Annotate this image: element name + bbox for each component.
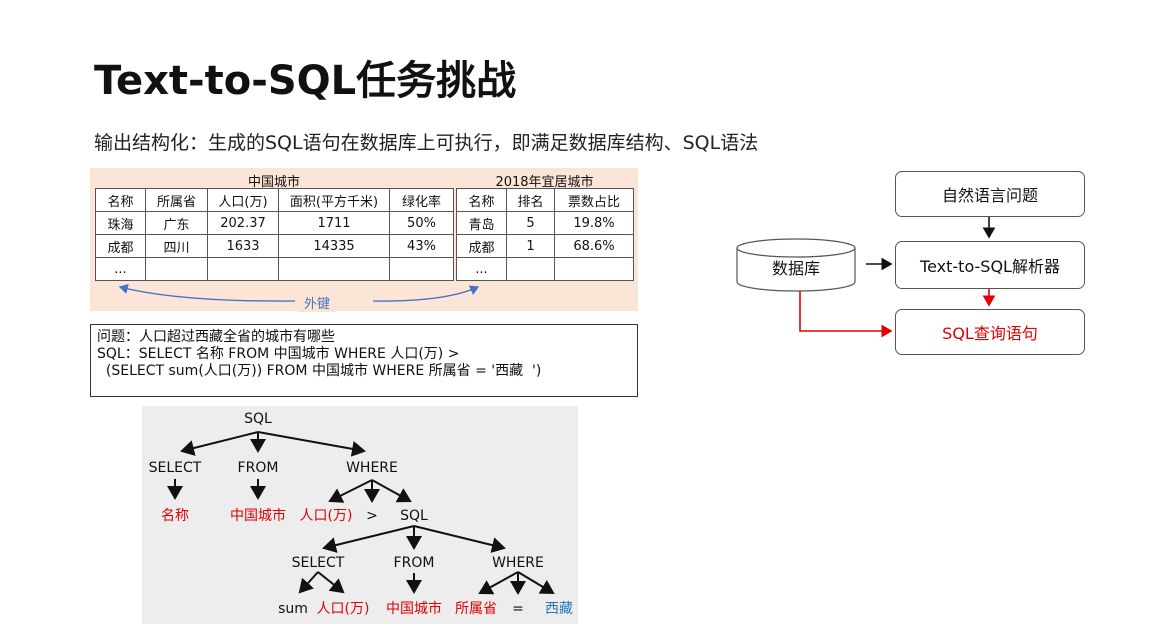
- tree-leaf-table: 中国城市: [230, 507, 286, 524]
- tree-node-sql: SQL: [244, 411, 272, 427]
- table-cell: 14335: [278, 234, 390, 258]
- sql-parse-tree: SQL SELECT FROM WHERE 名称 中国城市 人口(万) > SQ…: [142, 406, 578, 624]
- sql-line-2: (SELECT sum(人口(万)) FROM 中国城市 WHERE 所属省 =…: [97, 363, 542, 379]
- tree-leaf-aggregate: sum: [278, 601, 308, 617]
- tree-leaf-condition-column: 人口(万): [300, 508, 353, 524]
- table-cell: ...: [95, 257, 146, 281]
- tree-leaf-column: 名称: [161, 508, 189, 524]
- schema-tables-panel: 中国城市 2018年宜居城市 名称 所属省 人口(万) 面积(平方千米) 绿化率…: [90, 168, 638, 312]
- table-cell: [145, 257, 208, 281]
- table-header-cell: 绿化率: [389, 188, 454, 212]
- tree-node-from: FROM: [238, 460, 279, 476]
- table-row: 成都 四川 1633 14335 43%: [95, 234, 454, 258]
- table-header-cell: 面积(平方千米): [278, 188, 390, 212]
- table-cell: 68.6%: [554, 234, 634, 258]
- table-cell: 202.37: [207, 211, 279, 235]
- tree-node-sub-from: FROM: [394, 555, 435, 571]
- page-subtitle: 输出结构化：生成的SQL语句在数据库上可执行，即满足数据库结构、SQL语法: [94, 132, 759, 154]
- question-text: 问题：人口超过西藏全省的城市有哪些: [97, 329, 335, 345]
- natural-language-question-box: 自然语言问题: [895, 171, 1085, 217]
- table-header-cell: 所属省: [145, 188, 208, 212]
- tree-leaf-value: 西藏: [545, 601, 573, 617]
- tree-node-select: SELECT: [149, 460, 202, 476]
- table2-caption: 2018年宜居城市: [495, 175, 594, 190]
- table-cell: 50%: [389, 211, 454, 235]
- table-livable-cities: 名称 排名 票数占比 青岛 5 19.8% 成都 1 68.6% ...: [456, 188, 634, 281]
- sql-line-1: SQL：SELECT 名称 FROM 中国城市 WHERE 人口(万) >: [97, 346, 460, 362]
- table-cell: 43%: [389, 234, 454, 258]
- table-cell: 四川: [145, 234, 208, 258]
- tree-leaf-operator: >: [366, 508, 378, 524]
- table-cell: [389, 257, 454, 281]
- tree-leaf-sub-operator: =: [512, 601, 524, 617]
- table-cell: [207, 257, 279, 281]
- tree-leaf-sub-table: 中国城市: [386, 600, 442, 617]
- table-cell: 1633: [207, 234, 279, 258]
- table-header-cell: 排名: [506, 188, 555, 212]
- table-cell: 成都: [95, 234, 146, 258]
- table-cell: [278, 257, 390, 281]
- table-china-cities: 名称 所属省 人口(万) 面积(平方千米) 绿化率 珠海 广东 202.37 1…: [95, 188, 454, 281]
- tree-leaf-aggregate-column: 人口(万): [317, 601, 370, 617]
- database-cylinder: [736, 238, 856, 292]
- table-header-row: 名称 所属省 人口(万) 面积(平方千米) 绿化率: [95, 188, 454, 212]
- table-row: 青岛 5 19.8%: [456, 211, 634, 235]
- foreign-key-label: 外键: [298, 293, 337, 312]
- question-sql-box: 问题：人口超过西藏全省的城市有哪些 SQL：SELECT 名称 FROM 中国城…: [90, 324, 638, 397]
- tree-node-subquery: SQL: [400, 508, 428, 524]
- tree-node-where: WHERE: [346, 460, 398, 476]
- tree-node-sub-select: SELECT: [292, 555, 345, 571]
- table-cell: 广东: [145, 211, 208, 235]
- sql-query-output-box: SQL查询语句: [895, 309, 1085, 355]
- table-cell: 19.8%: [554, 211, 634, 235]
- table-cell: 1: [506, 234, 555, 258]
- table-cell: [506, 257, 555, 281]
- page-title: Text-to-SQL任务挑战: [94, 58, 517, 104]
- table-cell: ...: [456, 257, 507, 281]
- table-cell: [554, 257, 634, 281]
- table1-caption: 中国城市: [247, 175, 300, 190]
- table-header-cell: 名称: [456, 188, 507, 212]
- text-to-sql-parser-box: Text-to-SQL解析器: [895, 241, 1085, 289]
- table-row: ...: [456, 257, 634, 281]
- foreign-key-arrow: [118, 283, 480, 302]
- table-cell: 珠海: [95, 211, 146, 235]
- table-row: 珠海 广东 202.37 1711 50%: [95, 211, 454, 235]
- table-cell: 青岛: [456, 211, 507, 235]
- database-label: 数据库: [771, 259, 820, 278]
- tree-leaf-sub-condition-column: 所属省: [455, 601, 497, 617]
- tree-node-sub-where: WHERE: [492, 555, 544, 571]
- table-row: ...: [95, 257, 454, 281]
